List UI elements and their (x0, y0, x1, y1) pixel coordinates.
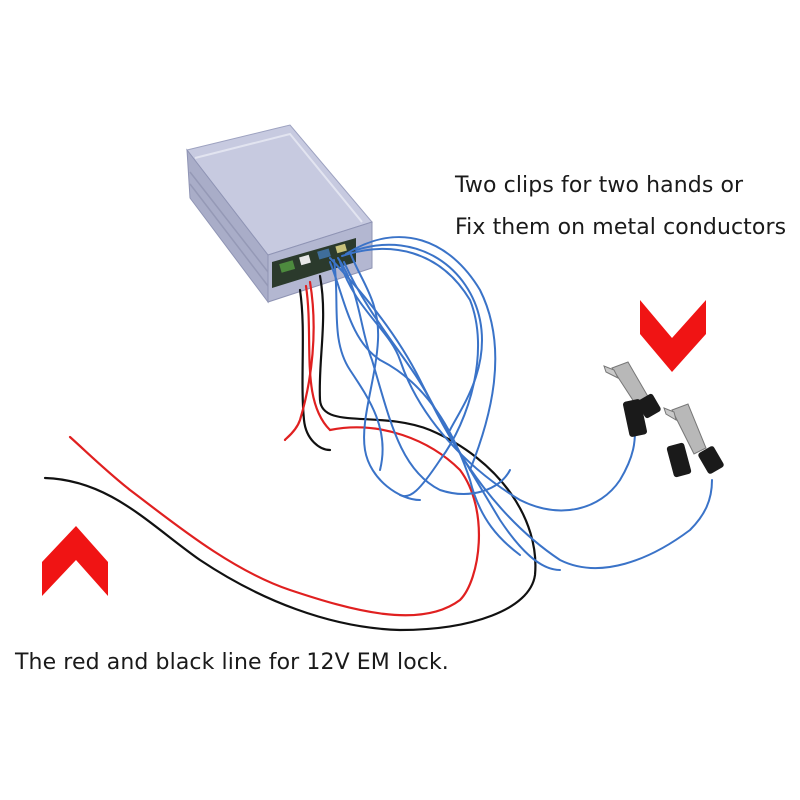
red-down-chevron-icon (640, 300, 706, 372)
clips-caption-line-2: Fix them on metal conductors (455, 215, 787, 240)
black-wire (43, 274, 537, 632)
alligator-clip-right (663, 403, 724, 478)
lock-wire-caption: The red and black line for 12V EM lock. (15, 650, 449, 675)
red-up-chevron-icon (42, 526, 108, 596)
alligator-clip-left (603, 361, 661, 437)
control-box (186, 124, 373, 304)
blue-wire-bundle (329, 236, 713, 571)
clips-caption-line-1: Two clips for two hands or (455, 173, 744, 198)
red-wire (68, 280, 481, 617)
